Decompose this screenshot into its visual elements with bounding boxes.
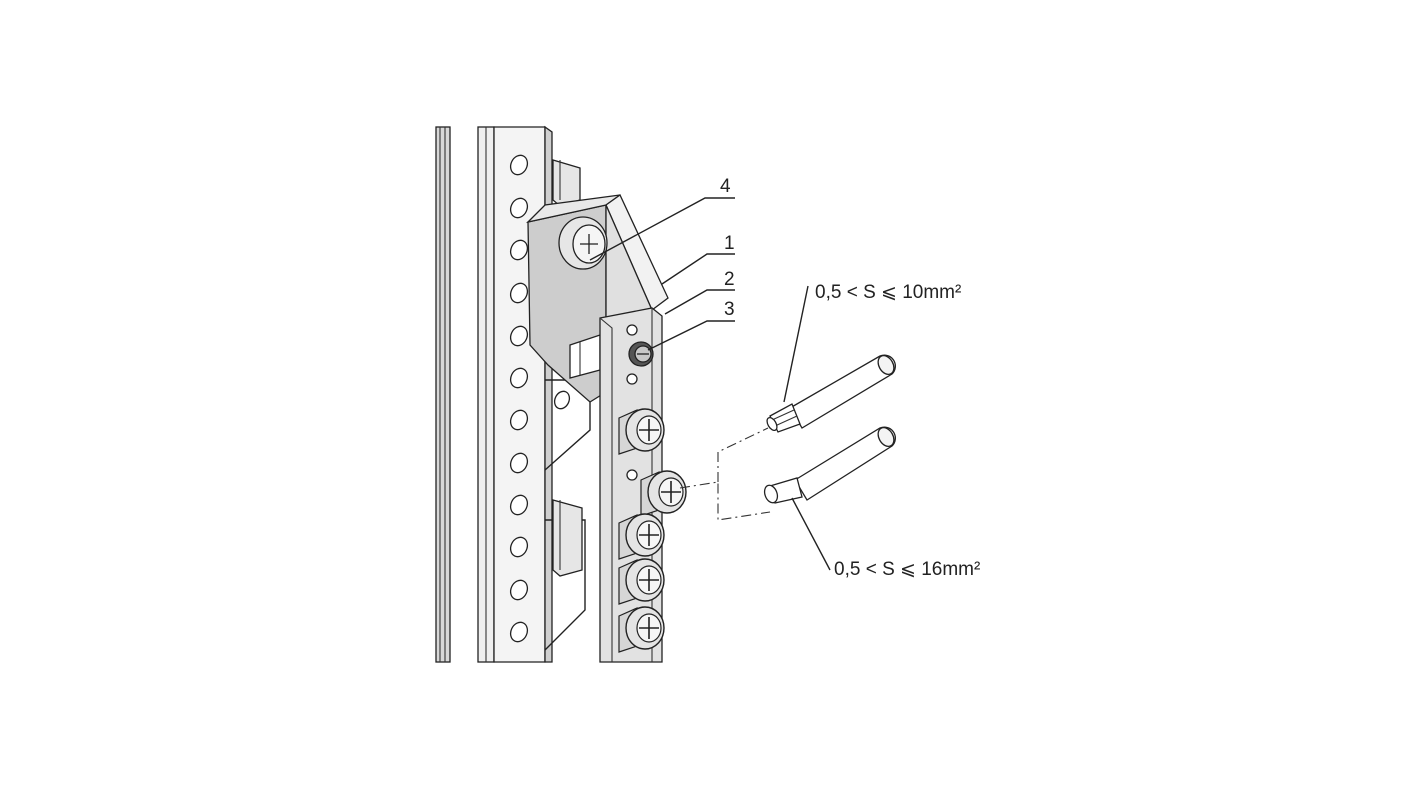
mounting-hole xyxy=(509,409,529,431)
terminal-screws xyxy=(618,408,687,653)
mounting-hole xyxy=(509,154,529,176)
mounting-clip-lower xyxy=(552,499,583,577)
wire-lower xyxy=(763,426,896,504)
mounting-hole xyxy=(509,452,529,474)
mounting-hole xyxy=(509,621,529,643)
upper-wire-section-label: 0,5 < S ⩽ 10mm² xyxy=(815,282,961,303)
mounting-hole xyxy=(509,494,529,516)
insertion-guide xyxy=(679,427,771,521)
lower-wire-section-label: 0,5 < S ⩽ 16mm² xyxy=(834,559,980,580)
clamp-screw xyxy=(618,606,665,653)
fixing-screw-top xyxy=(558,216,608,270)
clamp-screw xyxy=(618,513,665,560)
mounting-hole xyxy=(509,197,529,219)
mounting-clip-upper xyxy=(552,159,581,207)
fixing-screw-bar xyxy=(628,341,654,367)
callout-1: 1 xyxy=(724,233,735,254)
mounting-hole xyxy=(509,325,529,347)
clamp-screw xyxy=(640,470,687,517)
mounting-hole xyxy=(509,367,529,389)
mounting-hole xyxy=(509,536,529,558)
callout-2: 2 xyxy=(724,269,735,290)
mounting-hole xyxy=(509,239,529,261)
callout-4: 4 xyxy=(720,176,731,197)
callout-3: 3 xyxy=(724,299,735,320)
wire-upper xyxy=(766,354,896,433)
leader-lines xyxy=(589,197,831,571)
mounting-hole xyxy=(509,282,529,304)
mounting-rail xyxy=(435,126,495,663)
mounting-hole xyxy=(509,579,529,601)
clamp-screw xyxy=(618,408,665,455)
clamp-screw xyxy=(618,558,665,605)
mounting-hole xyxy=(553,390,571,410)
